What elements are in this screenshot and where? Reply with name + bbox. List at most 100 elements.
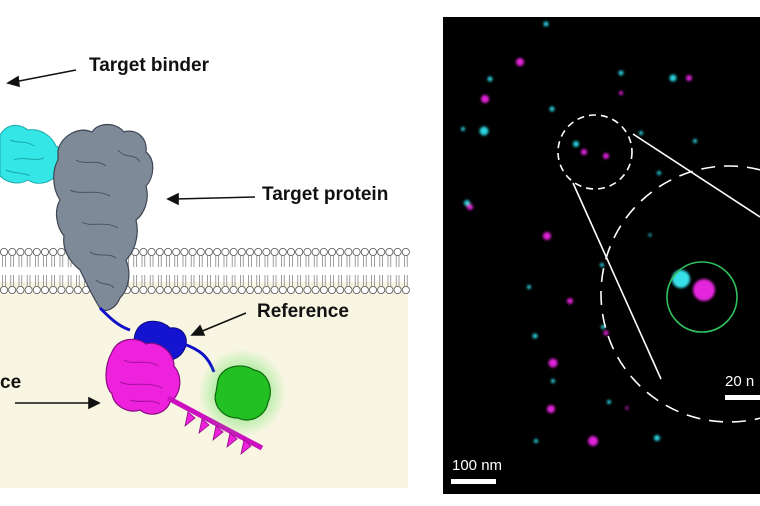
lipid-head [32,247,41,256]
lipid-head [360,247,369,256]
lipid-head [385,285,394,294]
lipid-head [41,285,50,294]
spot-magenta [516,58,524,66]
spot-cyan [549,106,555,112]
spot-magenta [603,330,609,336]
lipid-head [139,247,148,256]
lipid-head [32,285,41,294]
lipid-head [270,285,279,294]
lipid-head [73,285,82,294]
spot-magenta [567,298,573,304]
spot-cyan [479,126,489,136]
lipid-head [196,247,205,256]
lipid-head [41,247,50,256]
lipid-head [278,247,287,256]
spot-cyan [601,325,605,329]
spot-magenta [625,406,629,410]
lipid-head [49,285,58,294]
lipid-head [270,247,279,256]
microscopy-panel: 100 nm 20 n [443,17,760,494]
spot-cyan [461,127,465,131]
microscopy-image [451,21,760,484]
lipid-head [254,285,263,294]
lipid-head [180,247,189,256]
spot-cyan [657,171,661,175]
lipid-head [139,285,148,294]
lipid-head [385,247,394,256]
highlight-ring [666,261,738,333]
inset-circle [600,165,760,423]
spot-cyan [654,435,660,441]
lipid-head [16,247,25,256]
lipid-head [311,285,320,294]
spot-magenta [588,436,598,446]
spot-cyan [487,76,493,82]
lipid-head [352,247,361,256]
lipid-head [65,285,74,294]
scale-bar-main [451,479,496,484]
spot-cyan [669,74,677,82]
lipid-head [262,285,271,294]
lipid-head [49,247,58,256]
target-binder-label: Target binder [89,55,209,76]
lipid-head [286,285,295,294]
lipid-head [352,285,361,294]
fluorescent-protein-shape [214,365,271,421]
inset-spot-magenta [693,279,715,301]
spot-magenta [543,232,551,240]
zoom-line-lower [572,182,662,380]
lipid-head [213,285,222,294]
lipid-head [0,285,8,294]
lipid-head [24,285,33,294]
lipid-head [336,285,345,294]
scale-bar-inset [725,395,760,400]
lipid-head [229,247,238,256]
spot-cyan [600,263,604,267]
lipid-head [401,285,410,294]
spot-cyan [693,139,697,143]
lipid-head [163,247,172,256]
lipid-head [327,285,336,294]
lipid-head [147,285,156,294]
lipid-head [237,285,246,294]
lipid-head [368,285,377,294]
lipid-head [377,285,386,294]
spot-cyan [573,141,579,147]
lipid-head [295,247,304,256]
lipid-head [311,247,320,256]
spot-cyan [527,285,531,289]
lipid-head [204,247,213,256]
spot-cyan [639,131,643,135]
reference-label: Reference [257,301,349,322]
lipid-head [286,247,295,256]
lipid-head [213,247,222,256]
lipid-head [368,247,377,256]
scale-bar-inset-label: 20 n [725,373,755,390]
spot-cyan [532,333,538,339]
lipid-head [401,247,410,256]
localization-spots [461,21,697,446]
spot-magenta [548,358,558,368]
spot-magenta [467,204,473,210]
spot-magenta [603,153,609,159]
spot-magenta [619,91,623,95]
spot-cyan [543,21,549,27]
spot-cyan [551,379,555,383]
lipid-head [303,247,312,256]
spot-magenta [547,405,555,413]
lipid-head [8,285,17,294]
arrows [5,69,256,410]
lipid-head [303,285,312,294]
lipid-head [245,247,254,256]
lipid-head [393,247,402,256]
lipid-head [0,247,8,256]
lipid-head [188,285,197,294]
lipid-head [16,285,25,294]
zoom-line-upper [632,133,760,218]
lipid-head [319,247,328,256]
lipid-head [319,285,328,294]
lipid-head [204,285,213,294]
lipid-head [131,285,140,294]
target-protein-shape [53,123,154,311]
lipid-head [327,247,336,256]
